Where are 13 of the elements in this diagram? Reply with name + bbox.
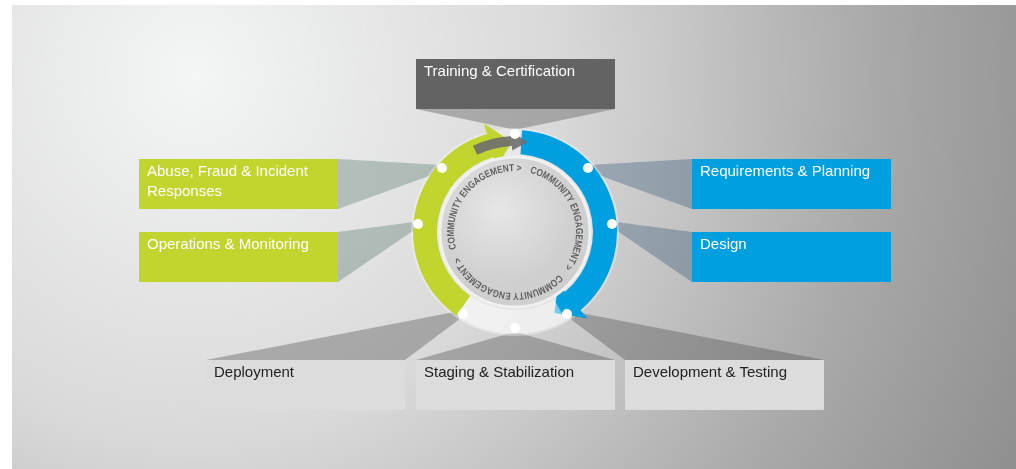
leader-wedge xyxy=(570,311,824,360)
leader-wedge xyxy=(338,159,438,209)
leader-wedge xyxy=(592,159,692,209)
leader-wedge xyxy=(416,332,615,360)
leader-wedge xyxy=(206,311,460,360)
stage-box: Operations & Monitoring xyxy=(139,232,338,282)
stage-box: Training & Certification xyxy=(416,59,615,109)
stage-box: Staging & Stabilization xyxy=(416,360,615,410)
stage-box: Development & Testing xyxy=(625,360,824,410)
leader-wedge xyxy=(416,109,615,130)
stage-box: Design xyxy=(692,232,891,282)
stage-box: Requirements & Planning xyxy=(692,159,891,209)
stage-box: Abuse, Fraud & Incident Responses xyxy=(139,159,338,209)
